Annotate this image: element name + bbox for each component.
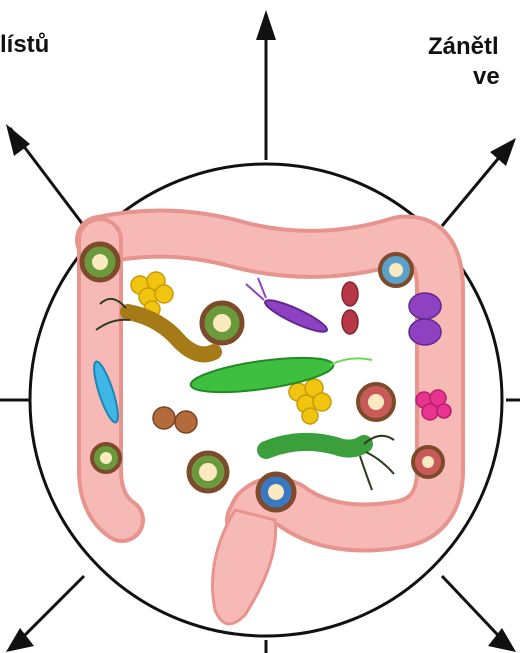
virus-icon (202, 303, 242, 343)
virus-icon (82, 244, 118, 280)
virus-icon (92, 444, 120, 472)
virus-icon (413, 447, 443, 477)
virus-icon (189, 453, 227, 491)
arrowhead-up (256, 10, 276, 40)
virus-icon (258, 474, 294, 510)
virus-icon (380, 254, 412, 286)
virus-icon (358, 384, 394, 420)
arrowhead-down-right (488, 628, 516, 652)
